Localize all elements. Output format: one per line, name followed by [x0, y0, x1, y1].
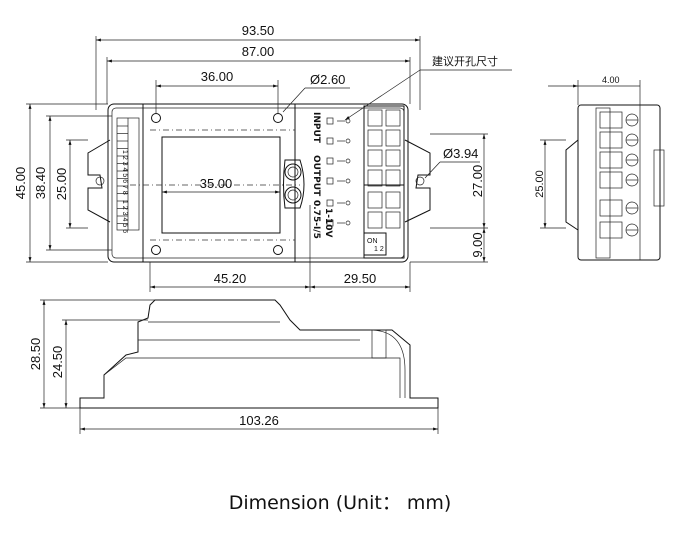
- switch-on-label: ON: [367, 238, 378, 245]
- dim-hole-dia: Ø2.60: [310, 72, 345, 87]
- dip-switch-strip: 1 2 3 4 5 6 7 8 1 2 3 4 5 6: [116, 117, 140, 233]
- dim-left-span: 45.20: [214, 271, 247, 286]
- label-output: OUTPUT: [311, 155, 321, 197]
- label-dim-type: 1-10V: [323, 208, 333, 238]
- dim-side-height: 25.00: [534, 170, 546, 198]
- dim-total-length: 103.26: [239, 413, 279, 428]
- dim-side-depth: 4.00: [602, 75, 620, 85]
- dip-top-label: 1 2 3 4 5 6 7 8: [121, 150, 128, 195]
- terminal-symbols: [326, 117, 351, 227]
- dim-mount-width: 87.00: [242, 44, 275, 59]
- right-ear: [404, 139, 431, 223]
- screw-hole-tl: [151, 113, 161, 123]
- dim-body-height: 24.50: [50, 346, 65, 379]
- side-view: 4.00 25.00: [534, 75, 665, 261]
- left-ear-hole: [95, 176, 105, 186]
- dim-right-span: 29.50: [344, 271, 377, 286]
- bottom-view: 28.50 24.50 103.26: [28, 299, 439, 434]
- label-input: INPUT: [311, 112, 321, 144]
- screw-hole-bl: [151, 245, 161, 255]
- terminal-block: ON 1 2: [363, 105, 405, 259]
- screw-hole-br: [273, 245, 283, 255]
- dip-bottom-label: 1 2 3 4 5 6: [121, 200, 128, 233]
- boss-bottom: [284, 186, 302, 204]
- dim-mount-height: 38.40: [33, 167, 48, 200]
- cover-plate: [142, 103, 296, 263]
- caption: Dimension (Unit： mm): [228, 492, 452, 514]
- dim-ear-dia: Ø3.94: [443, 146, 478, 161]
- dim-inner-height: 25.00: [54, 168, 69, 201]
- dim-overall-width: 93.50: [242, 23, 275, 38]
- right-ear-hole: [415, 176, 425, 186]
- dim-window-width: 35.00: [200, 176, 233, 191]
- left-ear: [87, 139, 111, 223]
- dim-bottom-offset: 9.00: [470, 232, 485, 257]
- dim-overall-height: 45.00: [13, 167, 28, 200]
- label-dim-range: 0.75-I/5: [311, 200, 321, 239]
- side-body: [577, 104, 661, 261]
- front-body: [107, 103, 409, 263]
- dim-total-height: 28.50: [28, 338, 43, 371]
- bottom-outline: [79, 299, 439, 409]
- front-view: 1 2 3 4 5 6 7 8 1 2 3 4 5 6 INPUT OUTPUT…: [13, 23, 512, 292]
- switch-num-label: 1 2: [374, 246, 384, 253]
- boss-top: [284, 163, 302, 181]
- dim-ear-spacing: 27.00: [470, 165, 485, 198]
- screw-hole-tr: [273, 113, 283, 123]
- dim-inner-width: 36.00: [201, 69, 234, 84]
- cutout-note: 建议开孔尺寸: [432, 54, 498, 68]
